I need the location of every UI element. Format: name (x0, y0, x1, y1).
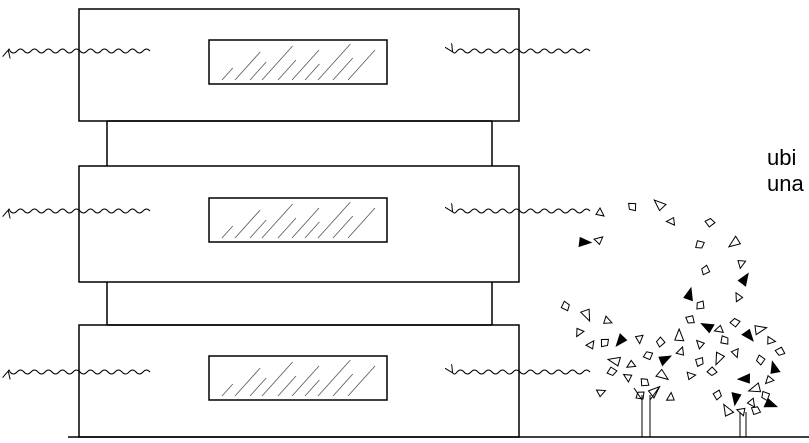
leaf-shape (774, 346, 786, 356)
leaf-shape (741, 328, 754, 342)
wind-arrow-left (8, 208, 151, 213)
leaf-shape (736, 373, 751, 384)
leaf-shape (683, 286, 693, 302)
leaf-shape (578, 236, 593, 248)
window-glass (208, 197, 388, 243)
leaf-shape (696, 300, 705, 310)
leaf-shape (658, 355, 673, 367)
leaf-shape (653, 199, 667, 212)
leaf-shape (606, 356, 622, 367)
leaf-shape (764, 374, 775, 385)
caption-line-1: ubi (767, 145, 797, 170)
leaf-shape (685, 315, 695, 324)
leaf-shape (730, 347, 739, 359)
leaf-shape (754, 325, 768, 336)
windows (208, 39, 388, 401)
leaf-shape (674, 327, 685, 342)
floor-slab-top (78, 8, 520, 122)
leaf-shape (755, 354, 766, 366)
wind-arrows (8, 48, 591, 375)
leaf-shape (635, 391, 645, 400)
leaf-shape (695, 356, 704, 368)
tree-large (633, 385, 661, 437)
leaf-shape (746, 397, 756, 408)
window-glass (208, 355, 388, 401)
leaf-shape (603, 315, 613, 324)
wind-arrow-left (8, 48, 151, 53)
leaf-shape (665, 391, 675, 401)
wind-arrow-left (8, 369, 151, 374)
leaf-shape (713, 324, 725, 333)
columns (106, 120, 493, 326)
leaf-shape (584, 339, 595, 350)
leaf-shape (735, 291, 744, 303)
falling-leaves (560, 199, 786, 417)
leaf-shape (701, 264, 711, 276)
leaf-shape (675, 345, 685, 356)
leaf-shape (727, 235, 742, 248)
tree-small (739, 412, 747, 437)
leaf-shape (628, 202, 637, 212)
leaf-shape (747, 382, 762, 393)
leaf-shape (634, 334, 644, 345)
leaf-shape (560, 300, 570, 312)
leaf-shape (576, 327, 585, 338)
leaf-shape (763, 397, 779, 408)
leaf-shape (700, 322, 715, 334)
leaf-shape (731, 392, 742, 407)
leaf-shape (600, 338, 610, 348)
leaf-shape (720, 335, 729, 345)
caption-line-2: una (767, 171, 804, 196)
leaf-shape (706, 366, 718, 377)
leaf-shape (735, 407, 746, 417)
leaf-shape (695, 240, 705, 249)
wind-arrow-right (452, 370, 591, 375)
leaf-shape (695, 339, 706, 350)
leaf-shape (593, 236, 604, 246)
leaf-shape (665, 216, 676, 226)
leaf-shape (729, 317, 741, 328)
leaf-shape (622, 373, 633, 383)
wind-arrow-right (452, 209, 591, 214)
leaf-shape (686, 371, 697, 381)
floor-slab-bottom (78, 324, 520, 438)
leaf-shape (704, 217, 716, 228)
leaf-shape (655, 368, 670, 381)
leaf-shape (625, 359, 637, 368)
leaf-shape (770, 360, 781, 374)
leaf-shape (750, 406, 762, 416)
leaf-shape (737, 272, 749, 287)
leaf-shape (767, 335, 777, 345)
leaf-shape (737, 259, 747, 270)
leaf-shape (723, 403, 735, 417)
window-glass (208, 39, 388, 85)
leaf-shape (642, 351, 654, 361)
leaf-shape (655, 336, 666, 348)
leaf-shape (595, 389, 607, 398)
leaf-shape (647, 385, 661, 399)
leaf-shape (606, 366, 618, 377)
leaf-shape (595, 206, 605, 217)
floor-slab-middle (78, 165, 520, 283)
wind-arrow-right (452, 49, 591, 54)
leaf-shape (712, 389, 722, 401)
leaf-shape (615, 333, 628, 347)
leaf-shape (640, 378, 650, 387)
leaf-shape (579, 308, 591, 323)
leaf-shape (715, 351, 726, 366)
